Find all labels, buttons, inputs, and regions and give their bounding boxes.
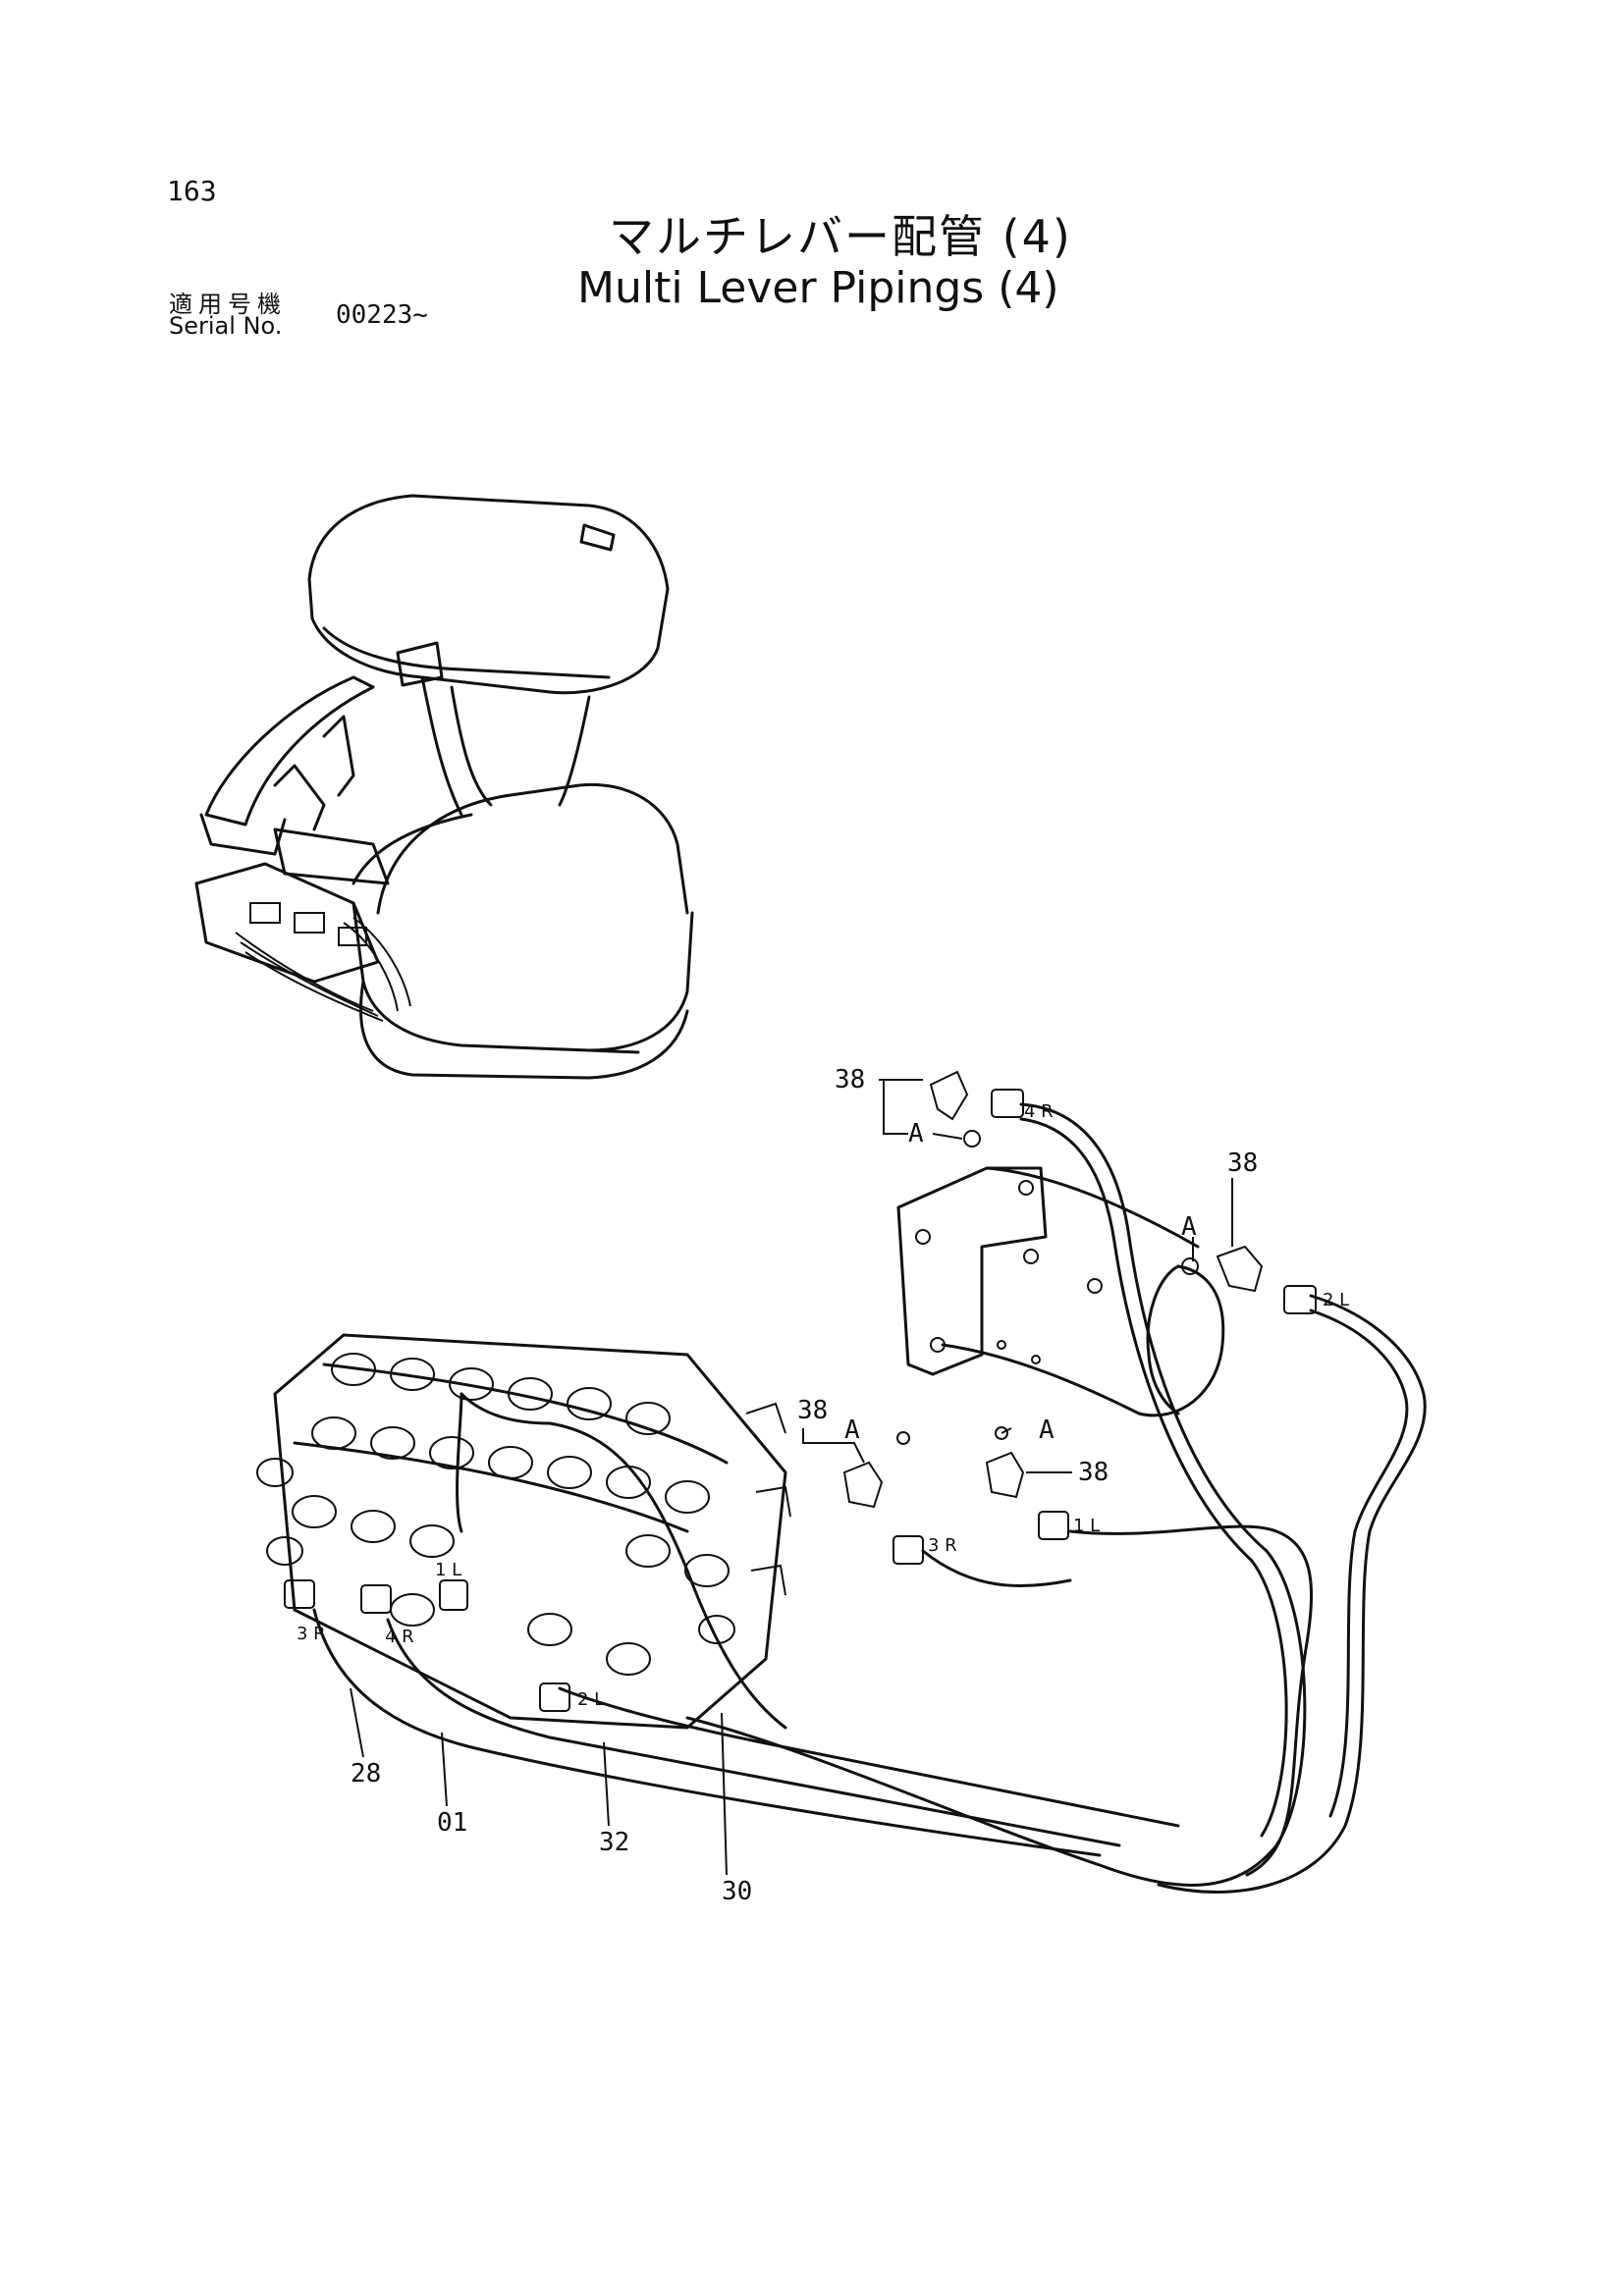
port-label-3r-middle: 3 R xyxy=(928,1535,957,1556)
view-label-a-middle-right: A xyxy=(1039,1415,1055,1445)
callout-32: 32 xyxy=(599,1828,629,1857)
port-label-2l-right: 2 L xyxy=(1323,1290,1349,1310)
callout-01: 01 xyxy=(437,1808,467,1838)
callout-28: 28 xyxy=(351,1759,381,1789)
page-number: 163 xyxy=(167,175,217,207)
view-label-a-middle-left: A xyxy=(844,1415,860,1445)
machine-overview-drawing xyxy=(194,494,694,1080)
view-label-a-top: A xyxy=(908,1119,924,1148)
serial-label-english: Serial No. xyxy=(169,312,283,340)
callout-30: 30 xyxy=(722,1877,752,1906)
view-label-a-right: A xyxy=(1181,1212,1197,1242)
callout-38-top: 38 xyxy=(835,1065,865,1095)
control-valve-drawing xyxy=(256,1333,791,1730)
page-title-japanese: マルチレバー配管 (4) xyxy=(609,210,1072,263)
leader-lines xyxy=(350,1079,1233,1876)
hose-lines xyxy=(312,1102,1427,1894)
callout-38-middle-left: 38 xyxy=(797,1396,828,1425)
port-label-3r-valve: 3 R xyxy=(297,1624,326,1644)
port-label-4r-top: 4 R xyxy=(1024,1101,1054,1122)
serial-number-value: 00223~ xyxy=(336,300,428,330)
callout-38-right: 38 xyxy=(1227,1148,1258,1178)
port-label-1l-valve: 1 L xyxy=(435,1560,461,1580)
fittings xyxy=(284,1070,1317,1712)
port-label-1l-middle: 1 L xyxy=(1073,1516,1100,1536)
callout-38-middle-right: 38 xyxy=(1078,1458,1109,1487)
serial-label-japanese: 適用号機 xyxy=(169,291,287,318)
swing-motor-block-drawing xyxy=(896,1166,1225,1417)
port-label-4r-valve: 4 R xyxy=(385,1627,414,1647)
page-title-english: Multi Lever Pipings (4) xyxy=(577,263,1059,313)
port-label-2l-valve: 2 L xyxy=(577,1689,604,1710)
